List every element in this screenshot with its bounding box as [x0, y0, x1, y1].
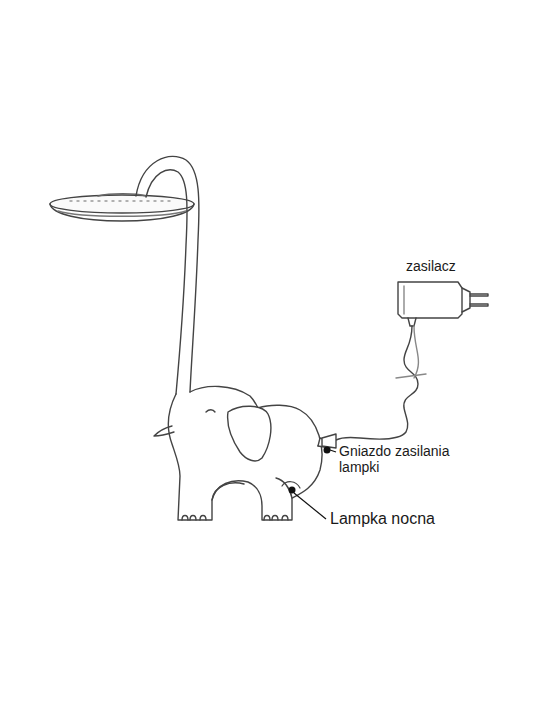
elephant-base: [154, 386, 332, 520]
adapter-label: zasilacz: [406, 258, 486, 274]
power-cable: [414, 326, 418, 378]
power-cable: [336, 326, 418, 440]
lamp-head: [50, 194, 194, 221]
dc-plug: [322, 434, 336, 448]
power-adapter: [398, 282, 488, 326]
lamp-neck: [136, 156, 199, 392]
night-light-label: Lampka nocna: [330, 510, 470, 528]
socket-label: Gniazdo zasilania lampki: [339, 443, 479, 475]
leader-lines: [289, 447, 337, 520]
lamp-neck-inner: [146, 170, 187, 394]
